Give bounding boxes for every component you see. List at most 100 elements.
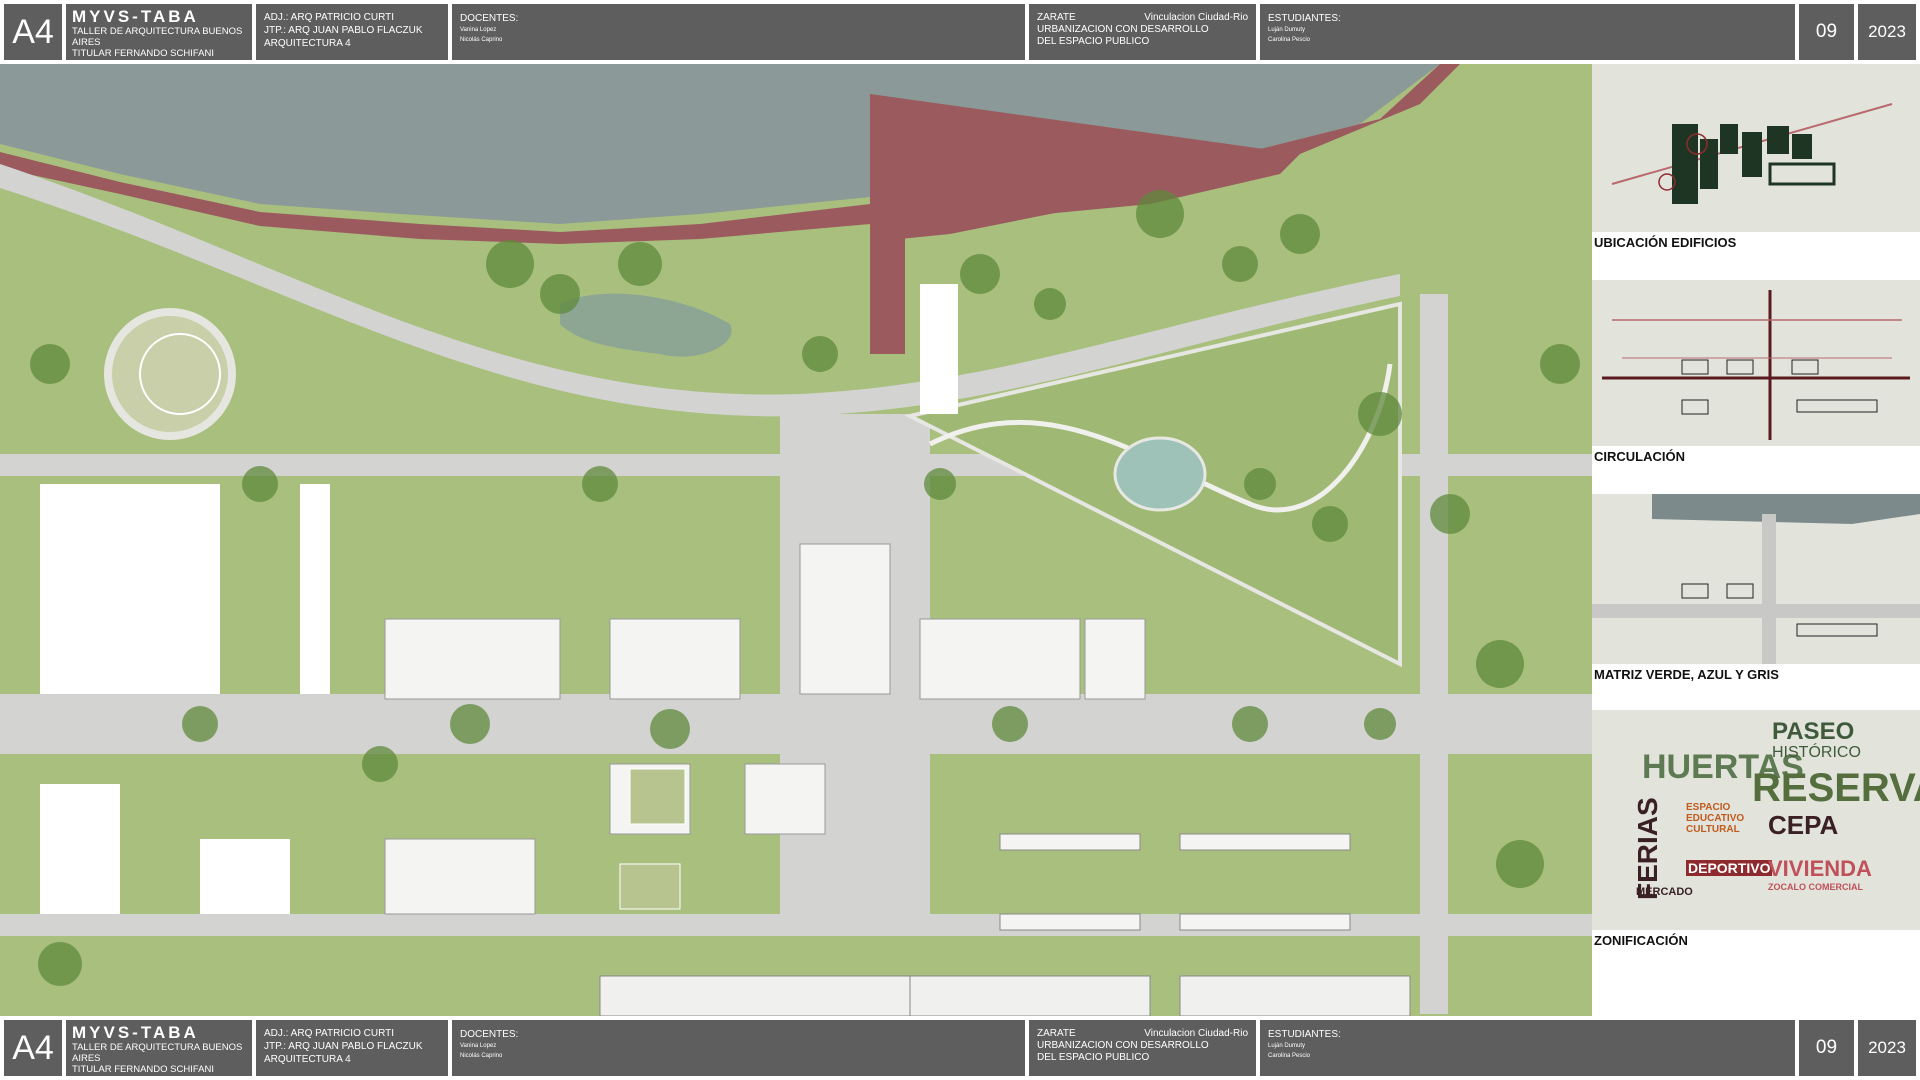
faculty-block: ADJ.: ARQ PATRICIO CURTI JTP.: ARQ JUAN …	[256, 4, 448, 60]
curved-path	[0, 164, 1400, 417]
project-line-2: DEL ESPACIO PUBLICO	[1037, 36, 1150, 47]
docente-name: Vanina Lopez	[460, 1043, 497, 1049]
zoning-reserva: RESERVA	[1752, 766, 1920, 810]
faculty-block: ADJ.: ARQ PATRICIO CURTI JTP.: ARQ JUAN …	[256, 1020, 448, 1076]
studio-title-block: MYVS-TABA TALLER DE ARQUITECTURA BUENOS …	[66, 1020, 252, 1076]
building-block	[799, 543, 891, 695]
adj-label: ADJ.: ARQ PATRICIO CURTI	[264, 12, 395, 23]
site-plan	[0, 64, 1592, 1016]
zoning-huertas: HUERTAS	[1642, 748, 1804, 786]
docentes-block: DOCENTES: Vanina Lopez Nicolás Caprino	[452, 1020, 1025, 1076]
sheet-number: 09	[1799, 1020, 1854, 1076]
estudiantes-label: ESTUDIANTES:	[1268, 13, 1341, 24]
project-line-2: DEL ESPACIO PUBLICO	[1037, 1052, 1150, 1063]
estudiante-name: Luján Dumuty	[1268, 27, 1306, 33]
studio-subtitle-2: TITULAR FERNANDO SCHIFANI	[72, 1064, 214, 1075]
city-label: ZARATE	[1037, 12, 1076, 23]
building-block	[744, 763, 826, 835]
panel-label: ZONIFICACIÓN	[1594, 930, 1914, 952]
estudiante-name: Carolina Pescio	[1268, 37, 1311, 43]
project-line-1: URBANIZACION CON DESARROLLO	[1037, 24, 1209, 35]
project-line-1: URBANIZACION CON DESARROLLO	[1037, 1040, 1209, 1051]
docentes-block: DOCENTES: Vanina Lopez Nicolás Caprino	[452, 4, 1025, 60]
studio-subtitle-1: TALLER DE ARQUITECTURA BUENOS AIRES	[72, 1042, 243, 1064]
studio-subtitle-1: TALLER DE ARQUITECTURA BUENOS AIRES	[72, 26, 243, 48]
estudiantes-block: ESTUDIANTES: Luján Dumuty Carolina Pesci…	[1260, 4, 1795, 60]
panel-building-location: UBICACIÓN EDIFICIOS	[1592, 64, 1920, 254]
building-block	[384, 838, 536, 915]
estudiante-name: Luján Dumuty	[1268, 1043, 1306, 1049]
building-block	[599, 975, 911, 1016]
year-label: 2023	[1858, 1020, 1916, 1076]
header-bar-top: A4 MYVS-TABA TALLER DE ARQUITECTURA BUEN…	[0, 0, 1920, 64]
diagram-green-blue-grey	[1592, 494, 1920, 664]
zoning-diagram: HUERTAS PASEO HISTÓRICO RESERVA CEPA FER…	[1592, 710, 1920, 930]
docentes-label: DOCENTES:	[460, 1029, 519, 1040]
course-label: ARQUITECTURA 4	[264, 1054, 351, 1065]
estudiantes-label: ESTUDIANTES:	[1268, 1029, 1341, 1040]
docente-name: Nicolás Caprino	[460, 37, 503, 43]
project-block: ZARATE Vinculacion Ciudad-Rio URBANIZACIO…	[1029, 1020, 1256, 1076]
building-block	[1084, 618, 1146, 700]
city-label: ZARATE	[1037, 1028, 1076, 1039]
analysis-column: UBICACIÓN EDIFICIOS CIRCULACIÓN MATRIZ	[1592, 64, 1920, 1016]
studio-title: MYVS-TABA	[72, 1023, 199, 1042]
zoning-historico: HISTÓRICO	[1772, 744, 1861, 761]
trees	[30, 190, 1580, 986]
project-block: ZARATE Vinculacion Ciudad-Rio URBANIZACIO…	[1029, 4, 1256, 60]
building-block	[384, 618, 561, 700]
sheet-number: 09	[1799, 4, 1854, 60]
panel-green-blue-grey: MATRIZ VERDE, AZUL Y GRIS	[1592, 494, 1920, 684]
zoning-deportivo: DEPORTIVO	[1686, 860, 1773, 876]
park-path	[928, 363, 1393, 513]
building-block	[919, 618, 1081, 700]
housing-row	[1179, 833, 1351, 851]
jtp-label: JTP.: ARQ JUAN PABLO FLACZUK	[264, 25, 423, 36]
studio-subtitle-2: TITULAR FERNANDO SCHIFANI	[72, 48, 214, 59]
diagram-building-location	[1592, 64, 1920, 232]
theme-label: Vinculacion Ciudad-Rio	[1144, 12, 1248, 23]
building-block	[909, 975, 1151, 1016]
panel-circulation: CIRCULACIÓN	[1592, 280, 1920, 470]
panel-zoning: HUERTAS PASEO HISTÓRICO RESERVA CEPA FER…	[1592, 710, 1920, 954]
building-block	[200, 839, 290, 914]
zoning-mercado: MERCADO	[1636, 886, 1693, 898]
water-garden	[560, 293, 732, 357]
studio-title: MYVS-TABA	[72, 7, 199, 26]
panel-label: CIRCULACIÓN	[1594, 446, 1914, 468]
header-bar-bottom: A4 MYVS-TABA TALLER DE ARQUITECTURA BUEN…	[0, 1016, 1920, 1080]
building-block	[40, 784, 120, 914]
course-label: ARQUITECTURA 4	[264, 38, 351, 49]
theme-label: Vinculacion Ciudad-Rio	[1144, 1028, 1248, 1039]
sports-court	[619, 863, 681, 910]
sports-court	[629, 768, 686, 825]
year-label: 2023	[1858, 4, 1916, 60]
estudiante-name: Carolina Pescio	[1268, 1053, 1311, 1059]
zoning-espacio: ESPACIO EDUCATIVO CULTURAL	[1686, 802, 1745, 835]
sheet-code: A4	[4, 4, 62, 60]
housing-row	[999, 833, 1141, 851]
panel-label: UBICACIÓN EDIFICIOS	[1594, 232, 1914, 254]
lower-street	[0, 914, 1592, 936]
building-block	[40, 484, 220, 694]
building-block	[609, 618, 741, 700]
sheet-code: A4	[4, 1020, 62, 1076]
docentes-label: DOCENTES:	[460, 13, 519, 24]
docente-name: Vanina Lopez	[460, 27, 497, 33]
pond	[1113, 436, 1207, 512]
housing-row	[999, 913, 1141, 931]
amphitheatre-ring	[139, 333, 221, 415]
estudiantes-block: ESTUDIANTES: Luján Dumuty Carolina Pesci…	[1260, 1020, 1795, 1076]
housing-row	[1179, 913, 1351, 931]
building-block	[1179, 975, 1411, 1016]
diagram-circulation	[1592, 280, 1920, 446]
panel-label: MATRIZ VERDE, AZUL Y GRIS	[1594, 664, 1914, 684]
zoning-cepa: CEPA	[1768, 810, 1839, 840]
zoning-vivienda: VIVIENDA	[1768, 856, 1872, 881]
building-block	[920, 284, 958, 414]
vertical-road	[1420, 294, 1448, 1014]
zoning-paseo: PASEO	[1772, 718, 1855, 745]
jtp-label: JTP.: ARQ JUAN PABLO FLACZUK	[264, 1041, 423, 1052]
river	[0, 64, 1440, 224]
zoning-zocalo: ZOCALO COMERCIAL	[1768, 882, 1863, 892]
